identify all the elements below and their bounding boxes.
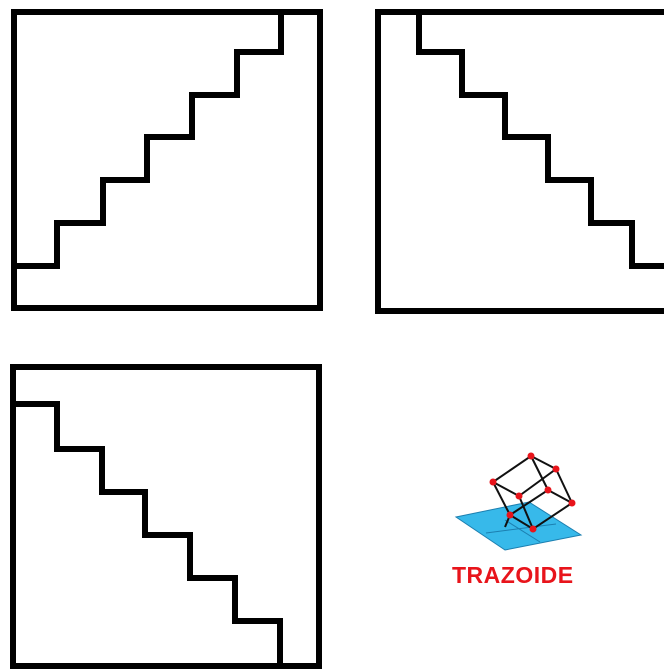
panel-staircase-descending — [13, 367, 319, 666]
trazoide-logo: TRAZOIDE — [452, 453, 581, 589]
staircase-line — [13, 404, 280, 666]
panel-frame-cropped — [378, 12, 664, 311]
staircase-line — [14, 12, 281, 266]
panel-staircase-descending-cropped — [378, 12, 664, 311]
logo-text: TRAZOIDE — [452, 562, 574, 588]
staircase-line — [419, 12, 664, 266]
wireframe-cube-on-plane-icon — [456, 453, 581, 551]
panel-staircase-rising — [14, 12, 320, 308]
